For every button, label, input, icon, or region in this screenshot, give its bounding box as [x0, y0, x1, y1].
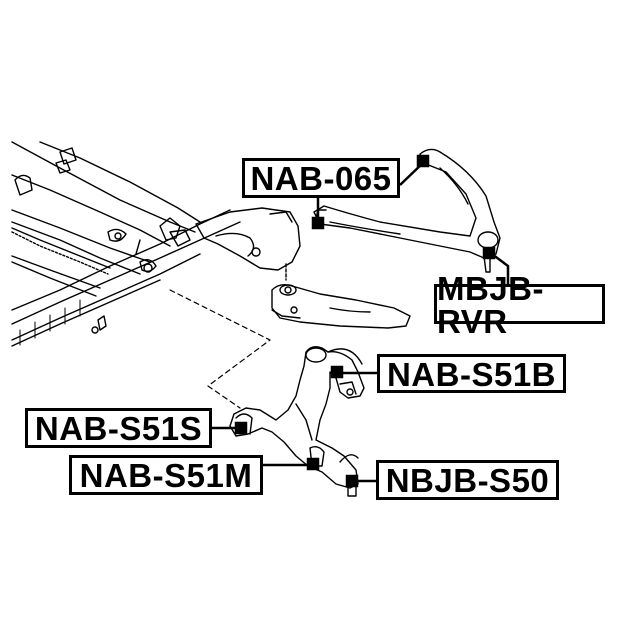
part-label-nab-s51b[interactable]: NAB-S51B [377, 354, 566, 393]
part-label-nbjb-s50[interactable]: NBJB-S50 [376, 460, 559, 500]
subframe-drawing [11, 141, 241, 347]
upper-control-arm-drawing [313, 148, 501, 273]
part-label-nab-s51m[interactable]: NAB-S51M [69, 455, 263, 495]
part-label-nab-s51s[interactable]: NAB-S51S [25, 408, 212, 448]
lower-control-arm-drawing [271, 283, 411, 329]
part-label-nab-065[interactable]: NAB-065 [242, 158, 400, 198]
mounting-bracket-drawing [195, 207, 301, 281]
part-label-mbjb-rvr[interactable]: MBJB-RVR [434, 272, 605, 338]
knuckle-assembly-drawing [229, 345, 365, 497]
leader-lines [212, 154, 510, 488]
assembly-dashed-lines [169, 289, 271, 409]
